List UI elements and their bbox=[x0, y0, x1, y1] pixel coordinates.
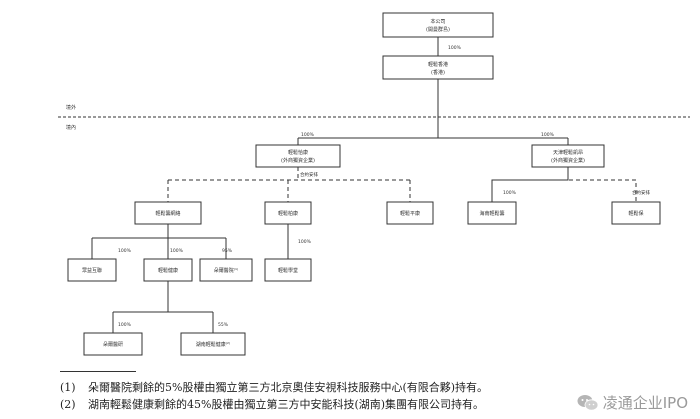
node-hainan: 海南輕鬆籌 bbox=[467, 201, 517, 225]
footnote-2-text: 湖南輕鬆健康剩餘的45%股權由獨立第三方中安能科技(湖南)集團有限公司持有。 bbox=[88, 398, 485, 411]
svg-text:(開曼群島): (開曼群島) bbox=[426, 26, 450, 33]
edge-label-c2-g4: 100% bbox=[298, 239, 312, 245]
svg-text:(外商獨資企業): (外商獨資企業) bbox=[551, 157, 585, 164]
watermark-text: 凌通企业IPO bbox=[602, 394, 688, 412]
edge-label-c1-g2: 100% bbox=[170, 248, 184, 254]
svg-text:(香港): (香港) bbox=[431, 69, 445, 76]
edge-label-c1-g1: 100% bbox=[118, 248, 132, 254]
node-hunan-health: 湖南輕鬆健康⁽²⁾ bbox=[180, 332, 246, 356]
edge-label-hk-wfoe2: 100% bbox=[541, 132, 555, 138]
svg-text:輕鬆健康: 輕鬆健康 bbox=[158, 267, 178, 274]
region-domestic-label: 境內 bbox=[66, 124, 76, 131]
svg-text:輕鬆保: 輕鬆保 bbox=[628, 210, 643, 217]
node-duoer-research: 朵爾醫研 bbox=[83, 332, 143, 356]
footnote-rule bbox=[60, 371, 136, 372]
svg-text:本公司: 本公司 bbox=[430, 18, 445, 25]
node-pingkang: 輕鬆平康 bbox=[386, 201, 434, 225]
svg-text:朵爾醫院⁽¹⁾: 朵爾醫院⁽¹⁾ bbox=[214, 267, 238, 274]
node-qsc-network: 輕鬆籌網絡 bbox=[134, 201, 202, 225]
edge-wfoe2-c4 bbox=[491, 167, 569, 202]
svg-text:朵爾醫研: 朵爾醫研 bbox=[103, 342, 123, 348]
node-duoer-hospital: 朵爾醫院⁽¹⁾ bbox=[199, 258, 253, 282]
edge-label-wfoe1-contract: 合約安排 bbox=[300, 171, 318, 178]
svg-text:輕鬆籌網絡: 輕鬆籌網絡 bbox=[155, 210, 180, 217]
svg-text:湖南輕鬆健康⁽²⁾: 湖南輕鬆健康⁽²⁾ bbox=[196, 341, 230, 348]
node-baikang: 輕鬆柏康 bbox=[264, 201, 312, 225]
edge-wfoe1-contract bbox=[167, 167, 411, 202]
svg-text:海南輕鬆籌: 海南輕鬆籌 bbox=[479, 210, 504, 217]
edge-c1-children bbox=[91, 224, 227, 259]
node-wfoe-tianjin: 天津輕鬆凱昂 (外商獨資企業) bbox=[531, 144, 605, 168]
watermark: 凌通企业IPO bbox=[577, 392, 688, 413]
edge-wfoe2-contract bbox=[567, 167, 637, 202]
edge-g2-children bbox=[112, 281, 214, 333]
footnote-2-number: (2) bbox=[60, 398, 76, 411]
edge-label-company-hk: 100% bbox=[448, 45, 462, 51]
node-qsb: 輕鬆保 bbox=[611, 201, 661, 225]
node-wfoe-yikang: 輕鬆恰康 (外商獨資企業) bbox=[255, 144, 341, 168]
footnote-1-text: 朵爾醫院剩餘的5%股權由獨立第三方北京奧佳安視科技服務中心(有限合夥)持有。 bbox=[88, 381, 489, 394]
svg-text:(外商獨資企業): (外商獨資企業) bbox=[281, 157, 315, 164]
footnote-2: (2) 湖南輕鬆健康剩餘的45%股權由獨立第三方中安能科技(湖南)集團有限公司持有… bbox=[60, 396, 484, 412]
edge-label-wfoe2-contract: 合約安排 bbox=[632, 189, 650, 196]
node-hk: 輕鬆香港 (香港) bbox=[382, 55, 494, 80]
wechat-logo-icon bbox=[577, 394, 599, 412]
edge-label-g2-h1: 100% bbox=[118, 322, 132, 328]
svg-text:輕鬆平康: 輕鬆平康 bbox=[400, 210, 420, 217]
node-qs-health: 輕鬆健康 bbox=[143, 258, 193, 282]
edge-label-hk-wfoe1: 100% bbox=[301, 132, 315, 138]
edge-hk-wfoe bbox=[297, 79, 569, 145]
edge-label-g2-h2: 55% bbox=[218, 322, 229, 328]
edge-label-wfoe2-c4: 100% bbox=[503, 190, 517, 196]
svg-text:輕鬆柏康: 輕鬆柏康 bbox=[278, 210, 298, 217]
node-xuetang: 輕鬆學堂 bbox=[264, 258, 312, 282]
region-overseas-label: 境外 bbox=[66, 104, 76, 111]
node-zhongyi: 眾益互聯 bbox=[67, 258, 117, 282]
node-company: 本公司 (開曼群島) bbox=[382, 12, 494, 38]
svg-text:輕鬆恰康: 輕鬆恰康 bbox=[288, 149, 308, 156]
footnote-1-number: (1) bbox=[60, 381, 76, 394]
svg-text:天津輕鬆凱昂: 天津輕鬆凱昂 bbox=[553, 149, 583, 156]
edge-label-c1-g3: 95% bbox=[222, 248, 233, 254]
svg-text:眾益互聯: 眾益互聯 bbox=[82, 267, 102, 274]
svg-text:輕鬆香港: 輕鬆香港 bbox=[428, 61, 448, 68]
footnote-1: (1) 朵爾醫院剩餘的5%股權由獨立第三方北京奧佳安視科技服務中心(有限合夥)持有… bbox=[60, 379, 488, 395]
svg-text:輕鬆學堂: 輕鬆學堂 bbox=[278, 267, 298, 274]
